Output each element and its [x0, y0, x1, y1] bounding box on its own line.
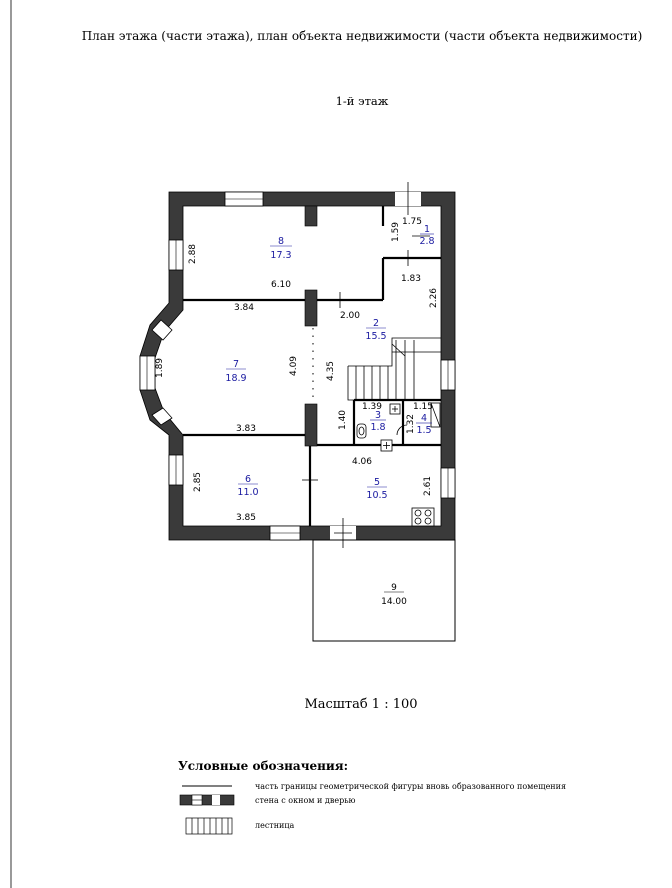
floor-label: 1-й этаж [336, 94, 389, 108]
room-labels: 1 2.8 2 15.5 3 1.8 4 1.5 5 10.5 6 11.0 7… [225, 224, 434, 607]
dimension: 2.88 [188, 244, 198, 264]
room-area: 18.9 [225, 373, 246, 384]
dimension: 2.85 [193, 472, 203, 492]
room-number: 4 [421, 413, 427, 424]
room-number: 2 [373, 318, 379, 329]
dimension: 1.39 [362, 402, 382, 412]
room-number: 3 [375, 410, 381, 421]
window-glazing-lines [146, 198, 449, 534]
room-number: 5 [374, 477, 380, 488]
dimension: 1.15 [413, 402, 433, 412]
legend-stair-symbol [185, 817, 233, 835]
room-area: 10.5 [366, 490, 387, 501]
dimension: 1.32 [406, 414, 416, 434]
stove-icon [411, 507, 435, 527]
dimension: 1.89 [155, 358, 165, 378]
dimension: 3.83 [236, 424, 256, 434]
scale-label: Масштаб 1 : 100 [304, 697, 417, 712]
bathroom-fixtures [356, 402, 441, 452]
window-room7-left [139, 355, 156, 391]
legend-title: Условные обозначения: [178, 759, 348, 773]
room-number: 1 [424, 224, 430, 235]
page-title: План этажа (части этажа), план объекта н… [82, 29, 643, 43]
dimension: 2.61 [423, 476, 433, 496]
dimension: 1.83 [401, 274, 421, 284]
room-number: 8 [278, 236, 284, 247]
dimension: 1.59 [391, 222, 401, 242]
legend-item: стена с окном и дверью [255, 796, 356, 805]
dimension: 2.26 [429, 288, 439, 308]
room-area: 2.8 [419, 236, 434, 247]
door-markers [302, 182, 430, 548]
dimension: 4.06 [352, 457, 372, 467]
legend-item: лестница [255, 821, 295, 830]
room-area: 1.8 [370, 422, 385, 433]
room-number: 6 [245, 474, 251, 485]
room-area: 17.3 [270, 250, 291, 261]
dimension: 1.40 [338, 410, 348, 430]
dimension: 1.75 [402, 217, 422, 227]
legend-item: часть границы геометрической фигуры внов… [255, 782, 566, 791]
room-area: 15.5 [365, 331, 386, 342]
terrace-outline [312, 539, 456, 642]
dimension-labels: 1.75 1.59 1.83 2.26 2.88 6.10 3.84 2.00 … [155, 217, 439, 523]
legend: Условные обозначения: часть границы геом… [178, 759, 566, 835]
room-area: 11.0 [237, 487, 258, 498]
dimension: 2.00 [340, 311, 360, 321]
room-area: 1.5 [416, 425, 431, 436]
room-number: 9 [391, 583, 397, 593]
room-number: 7 [233, 359, 239, 370]
wall-blocks [304, 205, 318, 447]
room-area: 14.00 [381, 597, 407, 607]
dimension: 4.35 [326, 361, 336, 381]
door-swing-arc [396, 424, 408, 436]
dimension: 3.85 [236, 513, 256, 523]
bay-window-glazing [151, 319, 173, 426]
dimension: 4.09 [289, 356, 299, 376]
legend-wall-symbol [179, 794, 235, 806]
staircase [347, 337, 441, 401]
dimension: 3.84 [234, 303, 254, 313]
dimension: 6.10 [271, 280, 291, 290]
interior-walls [183, 206, 441, 526]
